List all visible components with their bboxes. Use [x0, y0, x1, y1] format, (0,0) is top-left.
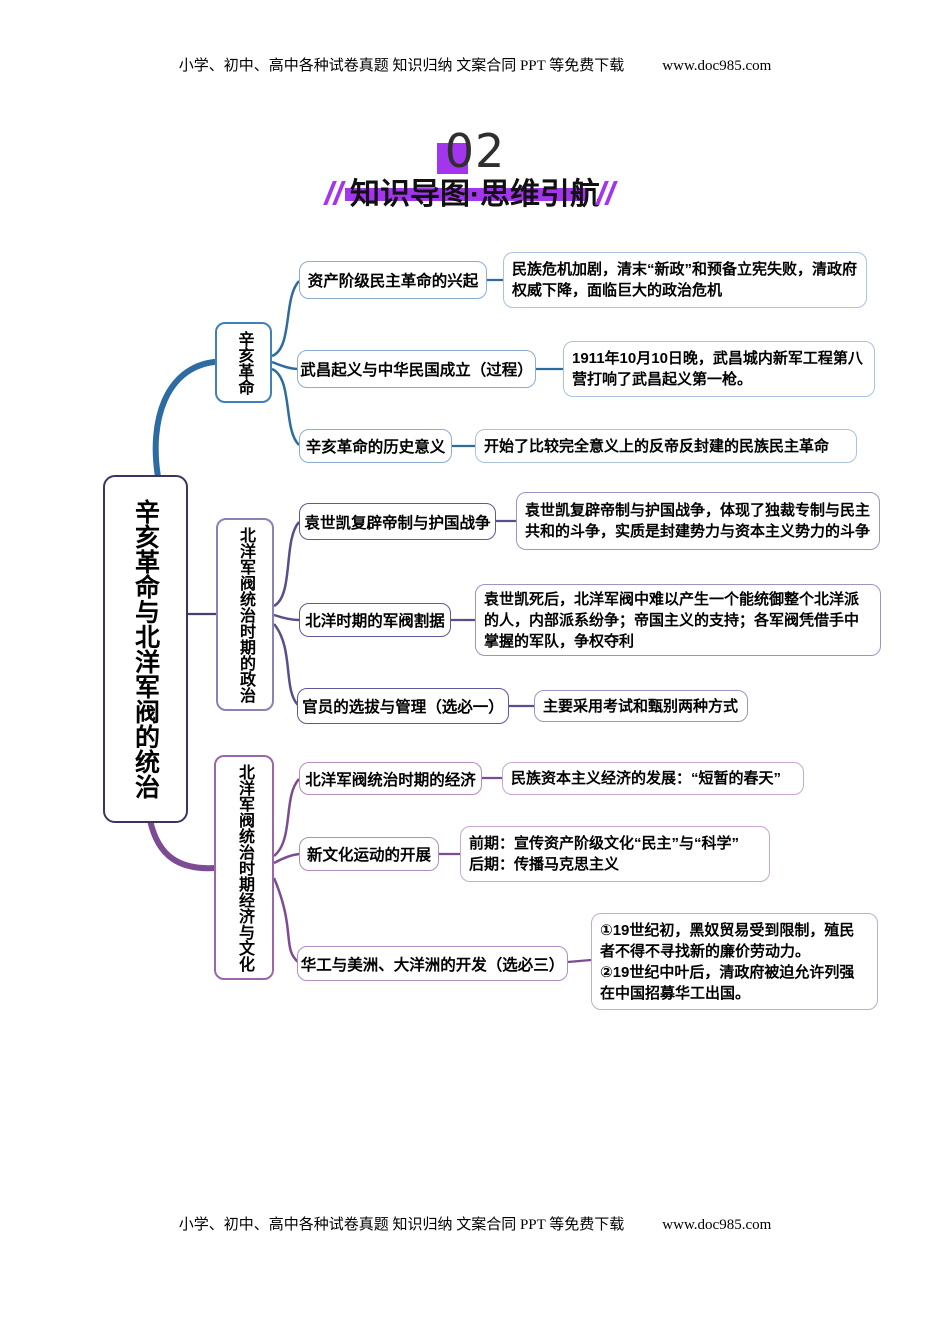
banner-title: 知识导图·思维引航: [350, 178, 600, 211]
detail-node: 袁世凯复辟帝制与护国战争，体现了独裁专制与民主共和的斗争，实质是封建势力与资本主…: [516, 492, 880, 550]
topic-node: 北洋时期的军阀割据: [299, 603, 451, 637]
footer-text: 小学、初中、高中各种试卷真题 知识归纳 文案合同 PPT 等免费下载: [178, 1217, 625, 1233]
branch-node-beiyang-economy-culture: 北洋军阀统治时期经济与文化: [214, 755, 274, 980]
detail-node: 开始了比较完全意义上的反帝反封建的民族民主革命: [475, 429, 857, 463]
detail-node: 1911年10月10日晚，武昌城内新军工程第八营打响了武昌起义第一枪。: [563, 341, 875, 397]
topic-node: 华工与美洲、大洋洲的开发（选必三）: [297, 946, 568, 981]
footer-url-link[interactable]: www.doc985.com: [662, 1217, 772, 1233]
banner-underline-bar: [345, 188, 588, 201]
topic-node: 武昌起义与中华民国成立（过程）: [297, 350, 536, 388]
mindmap-root-node: 辛亥革命与北洋军阀的统治: [103, 475, 188, 823]
detail-node: 前期：宣传资产阶级文化“民主”与“科学” 后期：传播马克思主义: [460, 826, 770, 882]
detail-node: ①19世纪初，黑奴贸易受到限制，殖民者不得不寻找新的廉价劳动力。 ②19世纪中叶…: [591, 913, 878, 1010]
page-header: 小学、初中、高中各种试卷真题 知识归纳 文案合同 PPT 等免费下载 www.do…: [0, 54, 950, 75]
topic-node: 新文化运动的开展: [299, 837, 439, 871]
topic-node: 资产阶级民主革命的兴起: [299, 261, 487, 299]
detail-node: 民族危机加剧，清末“新政”和预备立宪失败，清政府权威下降，面临巨大的政治危机: [503, 252, 867, 308]
detail-node: 主要采用考试和甄别两种方式: [534, 690, 748, 722]
topic-node: 北洋军阀统治时期的经济: [299, 762, 482, 795]
header-text: 小学、初中、高中各种试卷真题 知识归纳 文案合同 PPT 等免费下载: [178, 58, 625, 74]
section-number: 02: [444, 124, 506, 178]
page-footer: 小学、初中、高中各种试卷真题 知识归纳 文案合同 PPT 等免费下载 www.do…: [0, 1213, 950, 1234]
section-number-accent-square: [437, 143, 468, 174]
detail-node: 民族资本主义经济的发展：“短暂的春天”: [502, 762, 804, 795]
branch-node-beiyang-politics: 北洋军阀统治时期的政治: [216, 518, 274, 711]
header-url-link[interactable]: www.doc985.com: [662, 58, 772, 74]
detail-node: 袁世凯死后，北洋军阀中难以产生一个能统御整个北洋派的人，内部派系纷争；帝国主义的…: [475, 584, 881, 656]
topic-node: 袁世凯复辟帝制与护国战争: [299, 503, 496, 540]
topic-node: 辛亥革命的历史意义: [299, 429, 452, 463]
branch-node-xinhai-revolution: 辛亥革命: [215, 322, 272, 403]
topic-node: 官员的选拔与管理（选必一）: [297, 688, 509, 724]
